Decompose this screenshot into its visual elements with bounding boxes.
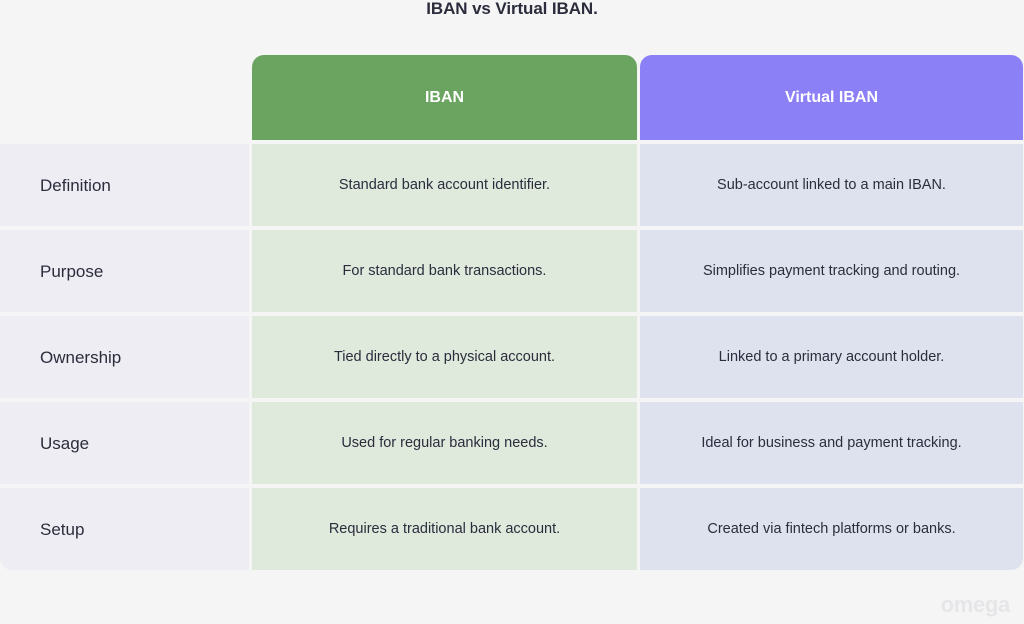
column-header-iban: IBAN <box>252 55 637 140</box>
watermark-logo: omega <box>940 592 1011 617</box>
page-title: IBAN vs Virtual IBAN. <box>426 0 598 18</box>
cell-iban-ownership: Tied directly to a physical account. <box>252 316 637 398</box>
row-label-definition: Definition <box>0 144 249 226</box>
cell-iban-usage: Used for regular banking needs. <box>252 402 637 484</box>
cell-virtual-iban-usage: Ideal for business and payment tracking. <box>640 402 1023 484</box>
row-label-purpose: Purpose <box>0 230 249 312</box>
row-label-ownership: Ownership <box>0 316 249 398</box>
attribute-column: Definition Purpose Ownership Usage Setup <box>0 55 249 570</box>
row-label-usage: Usage <box>0 402 249 484</box>
cell-virtual-iban-ownership: Linked to a primary account holder. <box>640 316 1023 398</box>
iban-column: IBAN Standard bank account identifier. F… <box>252 55 637 570</box>
row-label-setup: Setup <box>0 488 249 570</box>
cell-iban-definition: Standard bank account identifier. <box>252 144 637 226</box>
cell-virtual-iban-setup: Created via fintech platforms or banks. <box>640 488 1023 570</box>
cell-virtual-iban-purpose: Simplifies payment tracking and routing. <box>640 230 1023 312</box>
column-header-virtual-iban: Virtual IBAN <box>640 55 1023 140</box>
cell-iban-setup: Requires a traditional bank account. <box>252 488 637 570</box>
comparison-table: Definition Purpose Ownership Usage Setup… <box>0 55 1024 570</box>
cell-virtual-iban-definition: Sub-account linked to a main IBAN. <box>640 144 1023 226</box>
virtual-iban-column: Virtual IBAN Sub-account linked to a mai… <box>640 55 1023 570</box>
cell-iban-purpose: For standard bank transactions. <box>252 230 637 312</box>
attribute-header-spacer <box>0 55 249 140</box>
